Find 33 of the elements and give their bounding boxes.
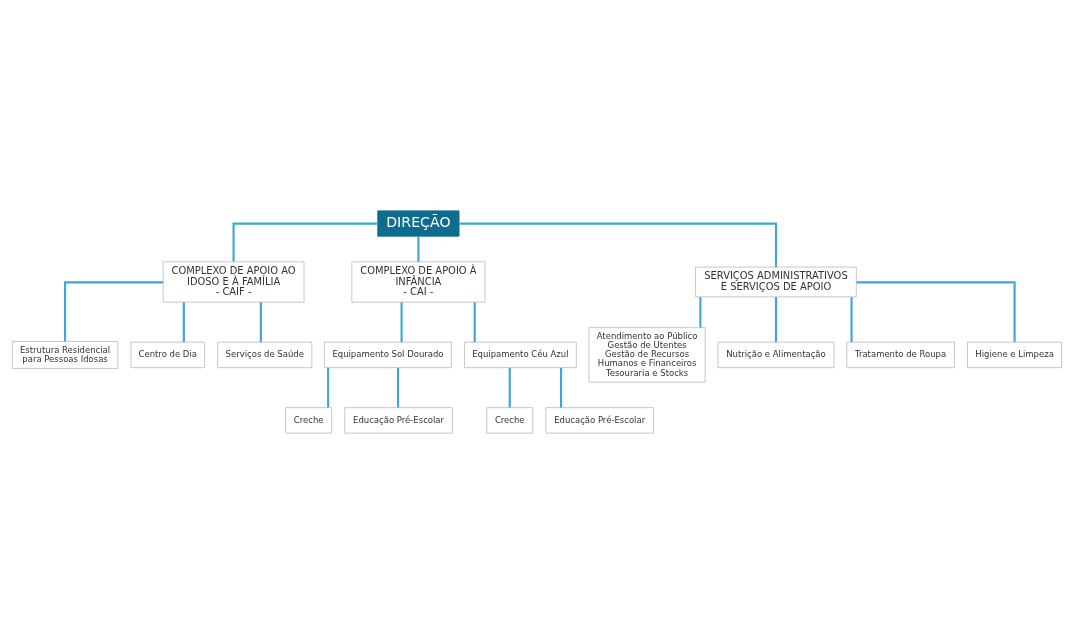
node-box: DIREÇÃO <box>377 210 460 237</box>
node-box: SERVIÇOS ADMINISTRATIVOS E SERVIÇOS DE APOIO <box>695 266 857 298</box>
connector <box>473 302 476 343</box>
node-box: Higiene e Limpeza <box>967 341 1063 369</box>
connector <box>327 367 330 408</box>
connector <box>182 302 185 343</box>
connector <box>417 236 420 262</box>
connector <box>856 281 1016 342</box>
node-box: Centro de Dia <box>130 341 205 369</box>
connector <box>560 367 563 408</box>
node-box: COMPLEXO DE APOIO À INFÂNCIA - CAI - <box>351 261 486 303</box>
node-box: Nutrição e Alimentação <box>717 341 835 369</box>
node-box: Educação Pré-Escolar <box>344 407 453 434</box>
connector <box>850 297 853 342</box>
node-box: COMPLEXO DE APOIO AO IDOSO E À FAMÍLIA - CAIF - <box>162 261 305 303</box>
connector <box>397 367 400 408</box>
connector <box>459 222 778 267</box>
node-box: Tratamento de Roupa <box>846 341 955 369</box>
connector <box>232 222 378 262</box>
connector <box>699 297 702 328</box>
node-box: Equipamento Céu Azul <box>464 341 577 369</box>
node-box: Atendimento ao Público Gestão de Utentes Gestão de Recursos Humanos e Financeiros Tesouraria e Stocks <box>588 327 706 383</box>
node-box: Serviços de Saúde <box>217 341 313 369</box>
node-box: Creche <box>285 407 332 434</box>
connector <box>259 302 262 343</box>
node-box: Estrutura Residencial para Pessoas Idosas <box>11 341 119 369</box>
connector <box>508 367 511 408</box>
connector <box>400 302 403 343</box>
connector <box>64 281 164 342</box>
node-box: Educação Pré-Escolar <box>545 407 654 434</box>
node-box: Creche <box>486 407 534 434</box>
connector <box>774 297 778 342</box>
node-box: Equipamento Sol Dourado <box>324 341 452 369</box>
